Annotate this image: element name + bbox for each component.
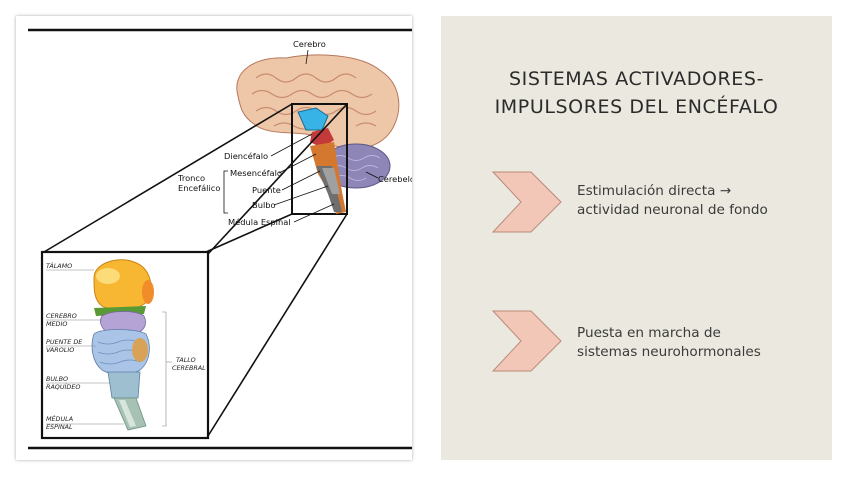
label-tallo-2: CEREBRAL <box>172 364 206 372</box>
label-mesencefalo: Mesencéfalo <box>230 168 282 178</box>
label-tallo-1: TALLO <box>176 356 196 364</box>
point-2-text: Puesta en marcha de sistemas neurohormon… <box>577 324 761 362</box>
label-tronco-1: Tronco <box>177 173 205 183</box>
content-panel: SISTEMAS ACTIVADORES- IMPULSORES DEL ENC… <box>441 16 832 460</box>
label-bulbo-raquideo-2: RAQUÍDEO <box>46 382 80 391</box>
label-talamo: TÁLAMO <box>46 261 72 270</box>
projection-lines <box>43 103 348 437</box>
label-bulbo: Bulbo <box>252 200 276 210</box>
point-2-line-2: sistemas neurohormonales <box>577 344 761 360</box>
label-cerebro-medio-2: MEDIO <box>46 320 67 328</box>
label-diencefalo: Diencéfalo <box>224 151 268 161</box>
brain-diagram-panel: Cerebro Cerebelo Diencéfalo Tronco Encef… <box>16 16 415 460</box>
point-1-line-2: actividad neuronal de fondo <box>577 202 768 218</box>
slide-title-line-1: SISTEMAS ACTIVADORES- <box>508 68 765 90</box>
brain-illustration <box>236 54 400 215</box>
chevron-arrow-icon <box>491 310 562 372</box>
point-2-line-1: Puesta en marcha de <box>577 325 721 341</box>
point-1-line-1: Estimulación directa → <box>577 183 732 199</box>
label-medula-espinal-caps-2: ESPINAL <box>46 423 73 431</box>
label-puente-varolio-2: VAROLIO <box>46 346 74 354</box>
chevron-arrow-icon <box>491 171 562 233</box>
label-cerebro-medio-1: CEREBRO <box>46 312 77 320</box>
brain-diagram: Cerebro Cerebelo Diencéfalo Tronco Encef… <box>28 28 415 450</box>
point-1-text: Estimulación directa → actividad neurona… <box>577 182 768 220</box>
slide-title-line-2: IMPULSORES DEL ENCÉFALO <box>494 96 779 118</box>
label-cerebro: Cerebro <box>293 39 326 49</box>
label-medula-espinal: Médula Espinal <box>228 217 291 227</box>
label-puente-varolio-1: PUENTE DE <box>46 338 83 346</box>
zoom-box <box>291 103 348 215</box>
label-cerebelo: Cerebelo <box>378 174 412 184</box>
label-bulbo-raquideo-1: BULBO <box>46 375 68 383</box>
label-tronco-2: Encefálico <box>178 183 220 193</box>
label-medula-espinal-caps-1: MÉDULA <box>46 414 73 423</box>
brainstem-detail <box>91 259 154 431</box>
